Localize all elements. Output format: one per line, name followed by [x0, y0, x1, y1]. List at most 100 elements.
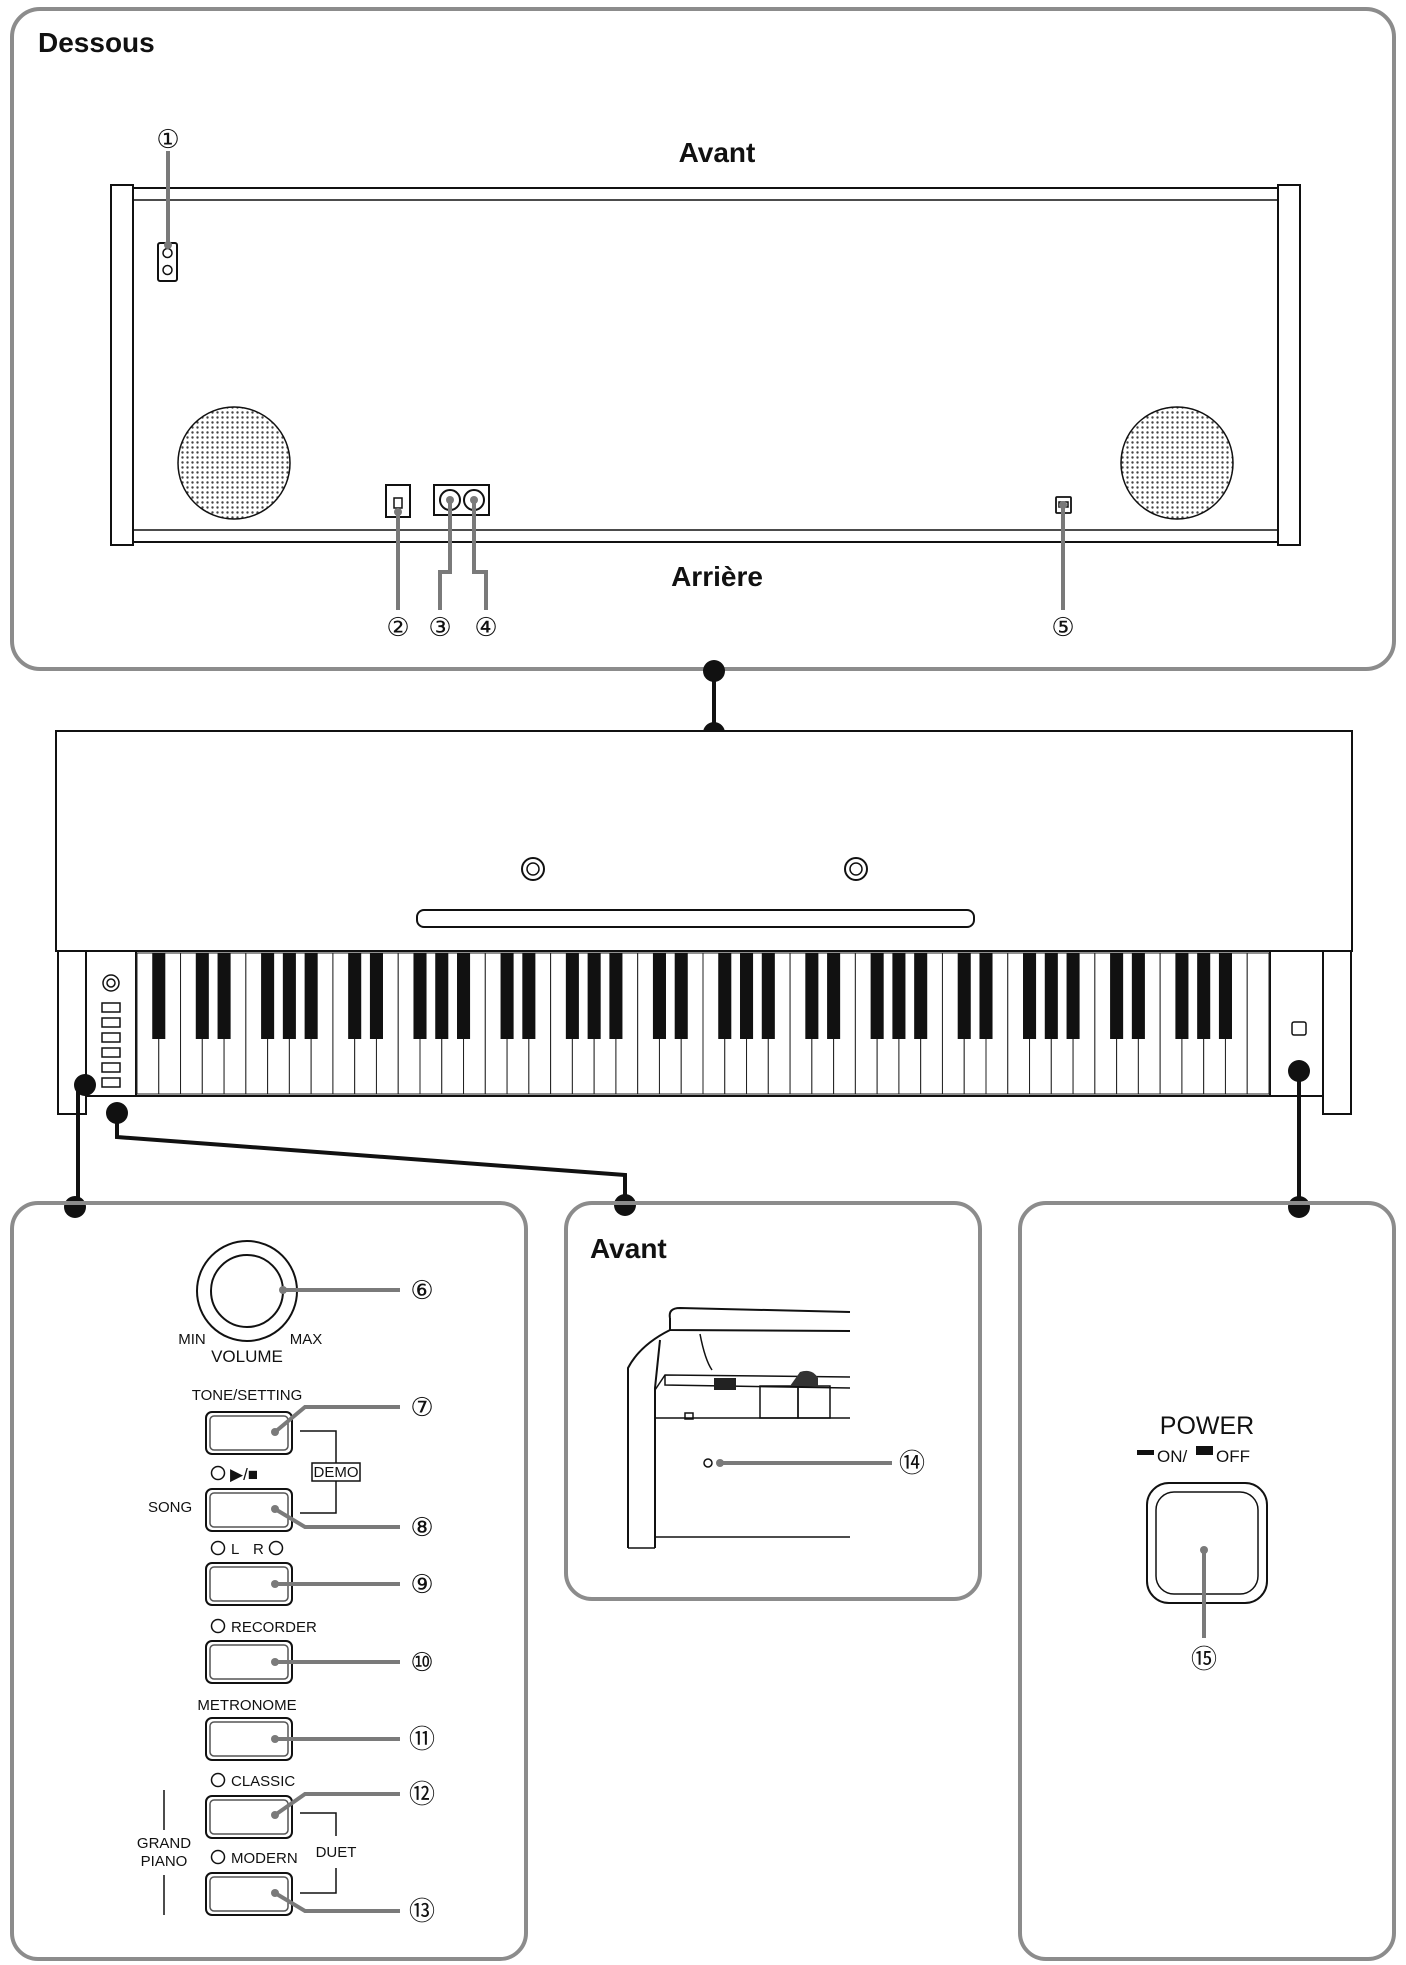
- volume-label: VOLUME: [211, 1347, 283, 1366]
- black-key: [282, 953, 296, 1039]
- power-panel: [1018, 1201, 1396, 1961]
- power-on-label: ON/: [1157, 1447, 1188, 1466]
- r-led: [268, 1540, 284, 1556]
- black-key: [1066, 953, 1080, 1039]
- callout-15: ⑮: [1191, 1645, 1217, 1675]
- power-button: [1146, 1482, 1268, 1604]
- black-key: [1131, 953, 1145, 1039]
- power-label: POWER: [1160, 1412, 1254, 1440]
- callout-6: ⑥: [410, 1276, 433, 1306]
- black-key: [348, 953, 362, 1039]
- controls-panel: [10, 1201, 528, 1961]
- black-key: [195, 953, 209, 1039]
- black-key: [892, 953, 906, 1039]
- callout-9: ⑨: [410, 1570, 433, 1600]
- black-key: [1023, 953, 1037, 1039]
- black-key: [1175, 953, 1189, 1039]
- black-key: [652, 953, 666, 1039]
- callout-4: ④: [474, 613, 497, 643]
- black-key: [718, 953, 732, 1039]
- black-key: [261, 953, 275, 1039]
- power-off-label: OFF: [1216, 1447, 1250, 1466]
- black-key: [587, 953, 601, 1039]
- black-key: [565, 953, 579, 1039]
- speaker-left: [177, 406, 291, 520]
- black-key: [152, 953, 166, 1039]
- song-led: [210, 1465, 226, 1481]
- callout-3: ③: [428, 613, 451, 643]
- tone-setting-label: TONE/SETTING: [192, 1387, 303, 1404]
- black-key: [413, 953, 427, 1039]
- black-key: [500, 953, 514, 1039]
- classic-label: CLASSIC: [231, 1773, 295, 1790]
- callout-11: ⑪: [409, 1725, 435, 1755]
- callout-lines-controls: [271, 1286, 400, 1913]
- black-key: [957, 953, 971, 1039]
- pedal-light: [703, 1458, 713, 1468]
- piano-front-view: [55, 730, 1353, 1115]
- recorder-led: [210, 1618, 226, 1634]
- black-key: [914, 953, 928, 1039]
- front-label-top: Avant: [679, 137, 756, 168]
- song-label: SONG: [148, 1499, 192, 1516]
- volume-min-label: MIN: [178, 1331, 206, 1348]
- rear-label: Arrière: [671, 561, 763, 592]
- black-key: [674, 953, 688, 1039]
- callout-7: ⑦: [410, 1393, 433, 1423]
- volume-knob: [210, 1254, 284, 1328]
- r-label: R: [253, 1541, 264, 1558]
- grand-label: GRAND: [137, 1835, 191, 1852]
- black-key: [827, 953, 841, 1039]
- front-panel: [564, 1201, 982, 1601]
- black-key: [304, 953, 318, 1039]
- l-label: L: [231, 1541, 239, 1558]
- black-key: [979, 953, 993, 1039]
- callout-14: ⑭: [899, 1449, 925, 1479]
- black-key: [1110, 953, 1124, 1039]
- play-stop-label: ▶/■: [230, 1465, 258, 1484]
- black-key: [1197, 953, 1211, 1039]
- black-key: [761, 953, 775, 1039]
- modern-label: MODERN: [231, 1850, 298, 1867]
- callout-8: ⑧: [410, 1513, 433, 1543]
- white-key: [1246, 952, 1270, 1095]
- callout-13: ⑬: [409, 1897, 435, 1927]
- callout-lines-top: [164, 151, 1067, 610]
- bottom-view-panel: [10, 7, 1396, 671]
- song-button: [205, 1488, 293, 1532]
- callout-5: ⑤: [1051, 613, 1074, 643]
- phones-jacks: [433, 484, 490, 516]
- volume-max-label: MAX: [290, 1331, 323, 1348]
- piano-label: PIANO: [141, 1853, 188, 1870]
- callout-2: ②: [386, 613, 409, 643]
- classic-button: [205, 1795, 293, 1839]
- piano-underside: [110, 184, 1301, 546]
- black-keys: [152, 953, 1232, 1039]
- callout-12: ⑫: [409, 1780, 435, 1810]
- black-key: [435, 953, 449, 1039]
- modern-led: [210, 1849, 226, 1865]
- black-key: [217, 953, 231, 1039]
- piano-side-detail: [627, 1306, 851, 1549]
- demo-label: DEMO: [314, 1464, 359, 1481]
- black-key: [522, 953, 536, 1039]
- black-key: [609, 953, 623, 1039]
- tone-setting-button: [205, 1411, 293, 1455]
- callout-1: ①: [156, 125, 179, 155]
- classic-led: [210, 1772, 226, 1788]
- black-key: [369, 953, 383, 1039]
- black-key: [1218, 953, 1232, 1039]
- black-key: [740, 953, 754, 1039]
- callout-10: ⑩: [410, 1648, 433, 1678]
- black-key: [805, 953, 819, 1039]
- bottom-view-title: Dessous: [38, 27, 155, 58]
- metronome-label: METRONOME: [197, 1697, 296, 1714]
- speaker-right: [1120, 406, 1234, 520]
- modern-button: [205, 1872, 293, 1916]
- duet-label: DUET: [316, 1844, 357, 1861]
- black-key: [1044, 953, 1058, 1039]
- black-key: [457, 953, 471, 1039]
- music-rest: [416, 909, 975, 928]
- front-panel-title: Avant: [590, 1233, 667, 1264]
